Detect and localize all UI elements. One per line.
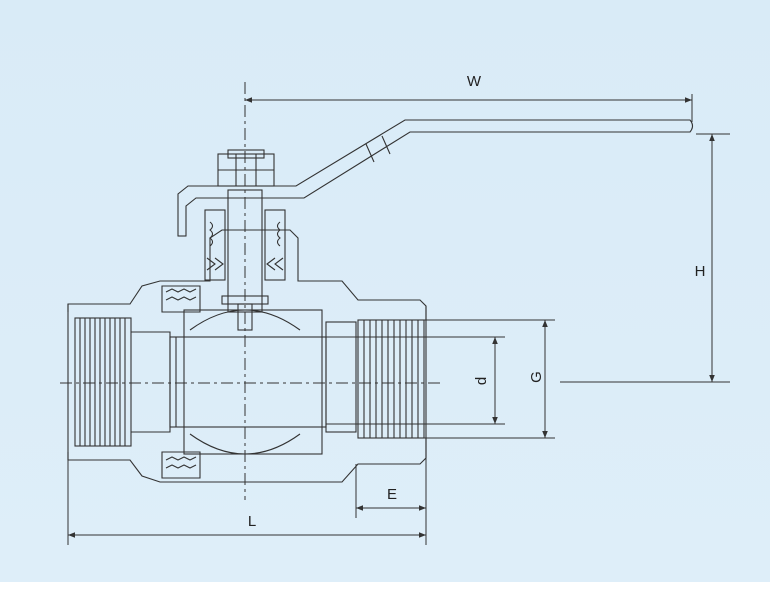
left-thread [74, 317, 171, 447]
dimension-label-h: H [695, 263, 706, 280]
body-bolts [161, 285, 201, 479]
dimension-label-l: L [248, 513, 256, 530]
dimension-lines [67, 94, 730, 545]
centre-lines [60, 82, 440, 500]
dimension-label-g: G [528, 371, 545, 383]
valve-body-outline [67, 229, 427, 483]
right-thread [325, 319, 425, 439]
dimension-label-e: E [387, 486, 397, 503]
stem-assembly [204, 149, 286, 331]
handle-lever [177, 119, 694, 237]
ball-and-bore [169, 309, 327, 455]
dimension-label-w: W [467, 73, 482, 90]
dimension-label-d: d [473, 377, 490, 385]
